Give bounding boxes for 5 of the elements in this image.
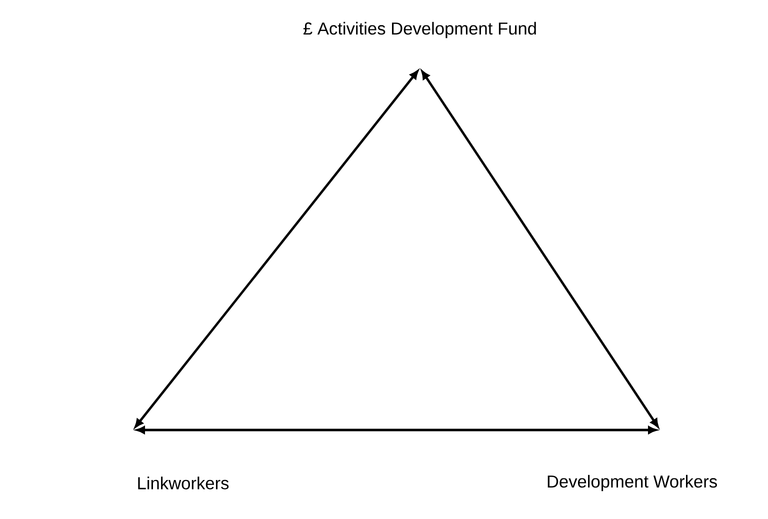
node-label: £ Activities Development Fund <box>303 22 536 38</box>
arrow <box>134 70 418 428</box>
arrow <box>421 70 659 428</box>
node-label: Linkworkers <box>138 476 229 490</box>
node-label: Development Workers <box>548 474 717 492</box>
